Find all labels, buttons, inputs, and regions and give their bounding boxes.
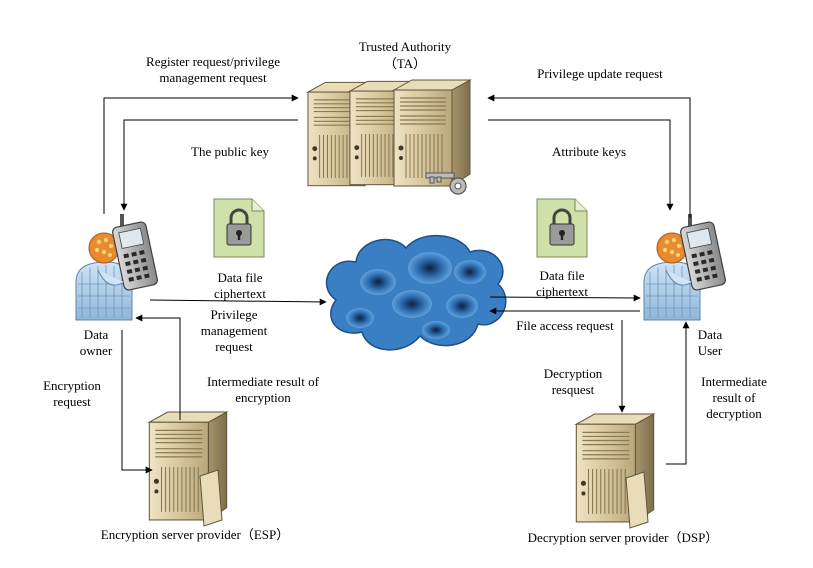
trusted-authority-node xyxy=(307,79,471,195)
intermediate-encryption-arrow xyxy=(135,314,181,420)
encryption-request-arrow xyxy=(121,330,153,474)
person-with-phone-icon xyxy=(643,213,727,321)
ciphertext-left-line2: ciphertext xyxy=(214,286,266,301)
ciphertext-left-line1: Data file xyxy=(217,270,263,285)
encryption-request-label: Encryption request xyxy=(32,378,112,410)
encryption-request-line1: Encryption xyxy=(43,378,101,393)
ta-title: Trusted Authority xyxy=(358,39,452,54)
decryption-request-line2: resquest xyxy=(551,382,595,397)
register-request-label: Register request/privilege management re… xyxy=(118,54,308,86)
privilege-management-line2: management xyxy=(200,323,268,338)
intermediate-decryption-line1: Intermediate xyxy=(701,374,767,389)
privilege-management-line3: request xyxy=(215,339,253,354)
ciphertext-right-line2: ciphertext xyxy=(536,284,588,299)
intermediate-encryption-label: Intermediate result of encryption xyxy=(188,374,338,406)
ciphertext-right-line1: Data file xyxy=(539,268,585,283)
data-user-line2: User xyxy=(697,343,723,358)
attribute-keys-arrow xyxy=(488,119,674,211)
intermediate-decryption-arrow xyxy=(666,321,690,465)
ciphertext-left-label: Data file ciphertext xyxy=(200,270,280,302)
intermediate-decryption-label: Intermediate result of decryption xyxy=(688,374,780,422)
data-user-label: Data User xyxy=(682,327,738,359)
cloud-icon xyxy=(325,235,507,351)
decryption-request-line1: Decryption xyxy=(543,366,603,381)
public-key-arrow xyxy=(120,119,298,211)
privilege-management-line1: Privilege xyxy=(210,307,258,322)
public-key-label: The public key xyxy=(191,144,269,159)
cloud-to-user-arrow xyxy=(489,294,641,302)
data-user-line1: Data xyxy=(697,327,723,342)
intermediate-decryption-line2: result of xyxy=(712,390,756,405)
locked-document-icon xyxy=(212,197,266,259)
data-owner-label: Data owner xyxy=(66,327,126,359)
owner-to-cloud-arrow xyxy=(149,298,327,306)
register-request-line1: Register request/privilege xyxy=(146,54,280,69)
data-owner-line2: owner xyxy=(79,343,113,358)
privilege-update-label: Privilege update request xyxy=(537,66,663,81)
file-access-label: File access request xyxy=(516,318,614,333)
person-with-phone-icon xyxy=(75,213,159,321)
locked-document-icon xyxy=(535,197,589,259)
attribute-keys-label: Attribute keys xyxy=(551,144,626,159)
privilege-management-label: Privilege management request xyxy=(184,307,284,355)
encryption-request-line2: request xyxy=(53,394,91,409)
register-request-arrow xyxy=(103,94,299,214)
intermediate-decryption-line3: decryption xyxy=(706,406,762,421)
data-owner-line1: Data xyxy=(83,327,109,342)
decryption-request-label: Decryption resquest xyxy=(528,366,618,398)
intermediate-encryption-line2: encryption xyxy=(235,390,291,405)
ciphertext-right-label: Data file ciphertext xyxy=(522,268,602,300)
ta-abbr: （TA） xyxy=(383,56,427,71)
esp-door xyxy=(199,469,223,527)
esp-label: Encryption server provider（ESP） xyxy=(100,527,290,542)
key-icon xyxy=(425,172,467,195)
privilege-update-arrow xyxy=(487,94,691,218)
dsp-door xyxy=(625,471,649,529)
intermediate-encryption-line1: Intermediate result of xyxy=(207,374,319,389)
register-request-line2: management request xyxy=(159,70,267,85)
dsp-label: Decryption server provider（DSP） xyxy=(527,530,719,545)
server-icon xyxy=(393,79,471,187)
